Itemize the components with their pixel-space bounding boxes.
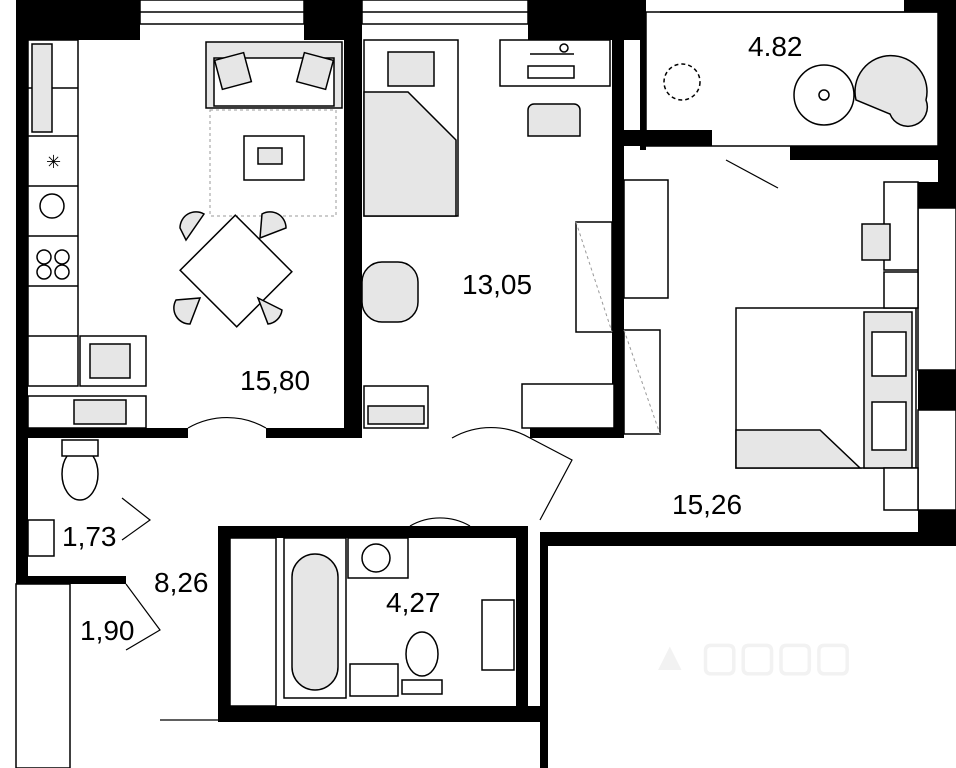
balcony-furniture [663,54,929,127]
watermark-logo: ▲ ▢▢▢▢ [650,635,852,679]
sofa [205,41,343,217]
area-label-bedroom-small: 13,05 [462,269,532,300]
dining-table [173,211,293,328]
svg-text:✳: ✳ [46,152,61,173]
area-label-living-kitchen: 15,80 [240,365,310,396]
armchair-small-bedroom [361,261,419,323]
area-label-bedroom-large: 15,26 [672,489,742,520]
area-label-toilet: 1,73 [62,521,117,552]
area-label-bathroom: 4,27 [386,587,441,618]
area-label-balcony: 4.82 [748,31,803,62]
area-label-closet: 1,90 [80,615,135,646]
doors [121,159,779,721]
desk [499,39,611,137]
wardrobe-small-bedroom [363,221,615,429]
single-bed [363,39,459,217]
toilet-fixtures [27,439,99,557]
kitchen-cabinets: ✳ [27,39,147,429]
closet-shelves [15,583,71,768]
bedroom-side-units [861,181,919,511]
wardrobe-bedroom [623,179,669,435]
area-label-hallway: 8,26 [154,567,209,598]
bathroom-fixtures [229,537,515,707]
outer-walls [16,0,956,768]
double-bed [735,307,917,469]
